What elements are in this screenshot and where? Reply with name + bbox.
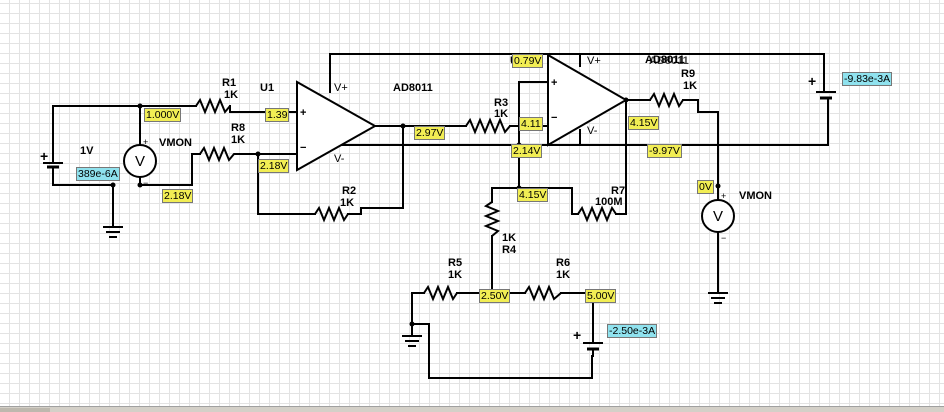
resistor-r4[interactable]: 1K R4 [483,201,517,256]
u3-vminus: V- [587,125,598,137]
resistor-r9[interactable]: R9 1K [649,68,697,109]
wire-source-bottom [52,166,114,186]
vmon2-minus: − [721,233,726,243]
wire-bottom-loop [411,323,593,379]
r3-name: R3 [494,97,508,109]
r4-name: R4 [502,244,517,256]
junction-dot [110,182,116,188]
junction-dot [137,103,143,109]
voltage-readout-output: 0V [697,180,714,194]
voltage-readout-neg-rail: -9.97V [647,144,682,158]
resistor-r8[interactable]: R8 1K [199,122,245,163]
vmon1-symbol: V [135,153,145,170]
u3-minus-pin: − [551,112,557,124]
source-plus-sign: + [40,148,48,164]
current-readout-battery-right: -9.83e-3A [842,72,893,86]
r3-value: 1K [494,108,508,120]
voltmeter-vmon-right[interactable]: V + − VMON [701,190,772,243]
voltage-readout-u1-minus: 2.18V [258,159,290,173]
junction-dot [137,182,143,188]
vmon1-plus: + [143,137,148,147]
current-readout-source: 389e-6A [76,167,120,181]
r2-value: 1K [340,197,354,209]
wire-r7-right [615,99,627,215]
voltmeter-vmon-left[interactable]: V + − VMON [123,137,192,188]
u3-plus-pin: + [551,77,557,89]
r6-name: R6 [556,257,570,269]
resistor-r7[interactable]: R7 100M [577,185,625,223]
vmon1-name: VMON [159,137,192,149]
current-readout-battery-bottom: -2.50e-3A [607,324,658,338]
voltage-readout-r4-top: 4.15V [517,188,549,202]
voltage-readout-u3-supply: 2.14V [511,144,543,158]
resistor-r6[interactable]: R6 1K [524,257,570,302]
u1-model: AD8011 [393,82,433,94]
wire-r8-left [139,153,201,186]
voltage-readout-u1-plus: 1.39 [265,108,290,122]
u3-vplus: V+ [587,55,601,67]
vmon1-minus: − [143,178,148,188]
r2-name: R2 [342,185,356,197]
u1-name: U1 [260,82,274,94]
resistor-r3[interactable]: R3 1K [465,97,511,135]
voltage-readout-r5-r6: 2.50V [479,289,511,303]
voltage-readout-u3-top: 0.79V [512,54,544,68]
ground-symbol-middle [402,335,422,347]
source-value: 1V [80,145,94,157]
r6-value: 1K [556,269,570,281]
junction-dot [409,321,415,327]
voltage-readout-left-bottom: 2.18V [162,189,194,203]
vmon2-symbol: V [713,208,723,225]
r7-value: 100M [595,196,623,208]
voltage-readout-5v: 5.00V [585,289,617,303]
r8-name: R8 [231,122,245,134]
resistor-r2[interactable]: R2 1K [314,185,356,223]
voltage-readout-u1-out: 2.97V [414,126,446,140]
resistor-r5[interactable]: R5 1K [423,257,462,302]
r5-value: 1K [448,269,462,281]
ground-symbol-left [103,226,123,238]
r1-value: 1K [224,89,238,101]
r1-name: R1 [222,77,236,89]
voltage-readout-u3-out: 4.15V [628,116,660,130]
voltage-readout-u3-minus: 4.11 [519,117,543,131]
wire-feedback-left [257,153,316,215]
r5-name: R5 [448,257,462,269]
scrollbar-thumb[interactable] [0,408,50,412]
junction-dot [400,123,406,129]
horizontal-scrollbar[interactable] [0,406,944,412]
u1-vplus: V+ [334,82,348,94]
u3-model-overlap: AD8011 [649,55,689,67]
r9-value: 1K [683,80,697,92]
voltage-source-1v[interactable]: + 1V [40,145,94,169]
vmon2-name: VMON [739,190,772,202]
ground-symbol-right [708,292,728,304]
r8-value: 1K [231,134,245,146]
wire-feedback-right [347,125,404,215]
r9-name: R9 [681,68,695,80]
battery-bottom[interactable]: + [573,327,603,357]
u1-vminus: V- [334,153,345,165]
u1-plus-pin: + [300,107,306,119]
r4-value: 1K [502,232,516,244]
battery-right-plus: + [808,73,816,89]
voltage-readout-1v: 1.000V [144,108,182,122]
junction-dot [255,151,261,157]
junction-dot [715,183,721,189]
wire-rail-top [329,53,825,93]
opamp-u3[interactable]: + − V+ V- U3 AD8011 AD8011 [510,53,689,147]
wire-source-top [52,105,197,164]
vmon2-plus: + [721,191,726,201]
battery-right[interactable]: + [808,73,836,107]
r7-name: R7 [611,185,625,197]
opamp-u1[interactable]: + − V+ V- U1 AD8011 [260,80,433,172]
u1-minus-pin: − [300,142,306,154]
wire-rail-bottom [296,105,829,146]
u3-model: AD8011 [645,54,685,66]
wire-r5-left [411,292,425,325]
resistor-r1[interactable]: R1 1K [195,77,238,115]
battery-bottom-plus: + [573,327,581,343]
